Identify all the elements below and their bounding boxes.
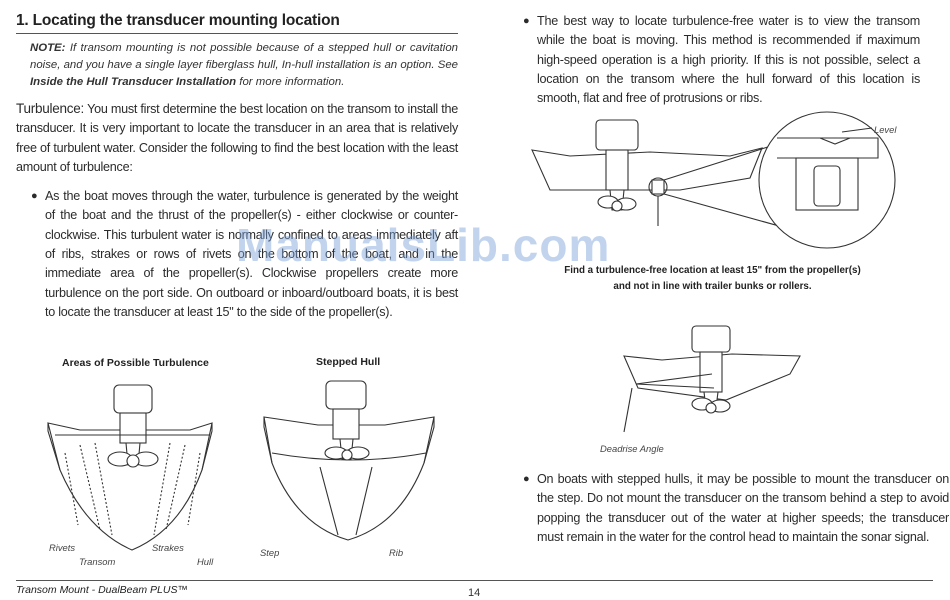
figure-caption: Find a turbulence-free location at least… [540, 263, 885, 295]
footer-title: Transom Mount - DualBeam PLUS™ [16, 584, 188, 596]
turbulence-label: Turbulence: [16, 101, 85, 116]
footer-rule [16, 580, 933, 581]
turbulence-paragraph: Turbulence: You must first determine the… [16, 99, 458, 177]
label-transom: Transom [79, 556, 116, 567]
note-block: NOTE: If transom mounting is not possibl… [16, 40, 458, 91]
stepped-hull-diagram [263, 380, 435, 541]
bullet-text: On boats with stepped hulls, it may be p… [537, 472, 949, 544]
bullet-item: ● As the boat moves through the water, tu… [16, 187, 458, 322]
caption-line-2: and not in line with trailer bunks or ro… [613, 281, 812, 292]
watermark: ManualsLib.com [236, 219, 611, 271]
caption-line-1: Find a turbulence-free location at least… [564, 265, 861, 276]
bullet-text: As the boat moves through the water, tur… [45, 189, 458, 319]
turbulence-free-diagram [531, 111, 896, 249]
bullet-item: ● The best way to locate turbulence-free … [508, 12, 920, 108]
deadrise-diagram [623, 325, 801, 433]
bullet-dot-icon: ● [523, 15, 530, 27]
label-strakes: Strakes [152, 542, 184, 553]
note-text-b: for more information. [236, 76, 345, 88]
bullet-item: ● On boats with stepped hulls, it may be … [508, 470, 949, 547]
turbulence-diagram [47, 384, 213, 551]
section-heading: 1. Locating the transducer mounting loca… [16, 12, 458, 34]
label-rib: Rib [389, 547, 404, 558]
label-level: Level [874, 124, 897, 135]
label-deadrise: Deadrise Angle [600, 443, 664, 454]
right-column: ● The best way to locate turbulence-free … [508, 12, 920, 108]
bullet-text: The best way to locate turbulence-free w… [537, 14, 920, 106]
label-hull: Hull [197, 556, 214, 567]
left-column: 1. Locating the transducer mounting loca… [16, 12, 458, 322]
label-step: Step [260, 547, 280, 558]
note-label: NOTE: [30, 42, 66, 54]
label-rivets: Rivets [49, 542, 76, 553]
note-text-a: If transom mounting is not possible beca… [30, 42, 458, 71]
figure-title-turbulence: Areas of Possible Turbulence [62, 357, 209, 369]
note-link: Inside the Hull Transducer Installation [30, 76, 237, 88]
page-number: 14 [468, 587, 481, 599]
bullet-dot-icon: ● [31, 190, 38, 203]
bullet-dot-icon: ● [523, 473, 530, 485]
turbulence-text: You must first determine the best locati… [16, 102, 458, 174]
figure-title-stepped: Stepped Hull [316, 356, 381, 368]
